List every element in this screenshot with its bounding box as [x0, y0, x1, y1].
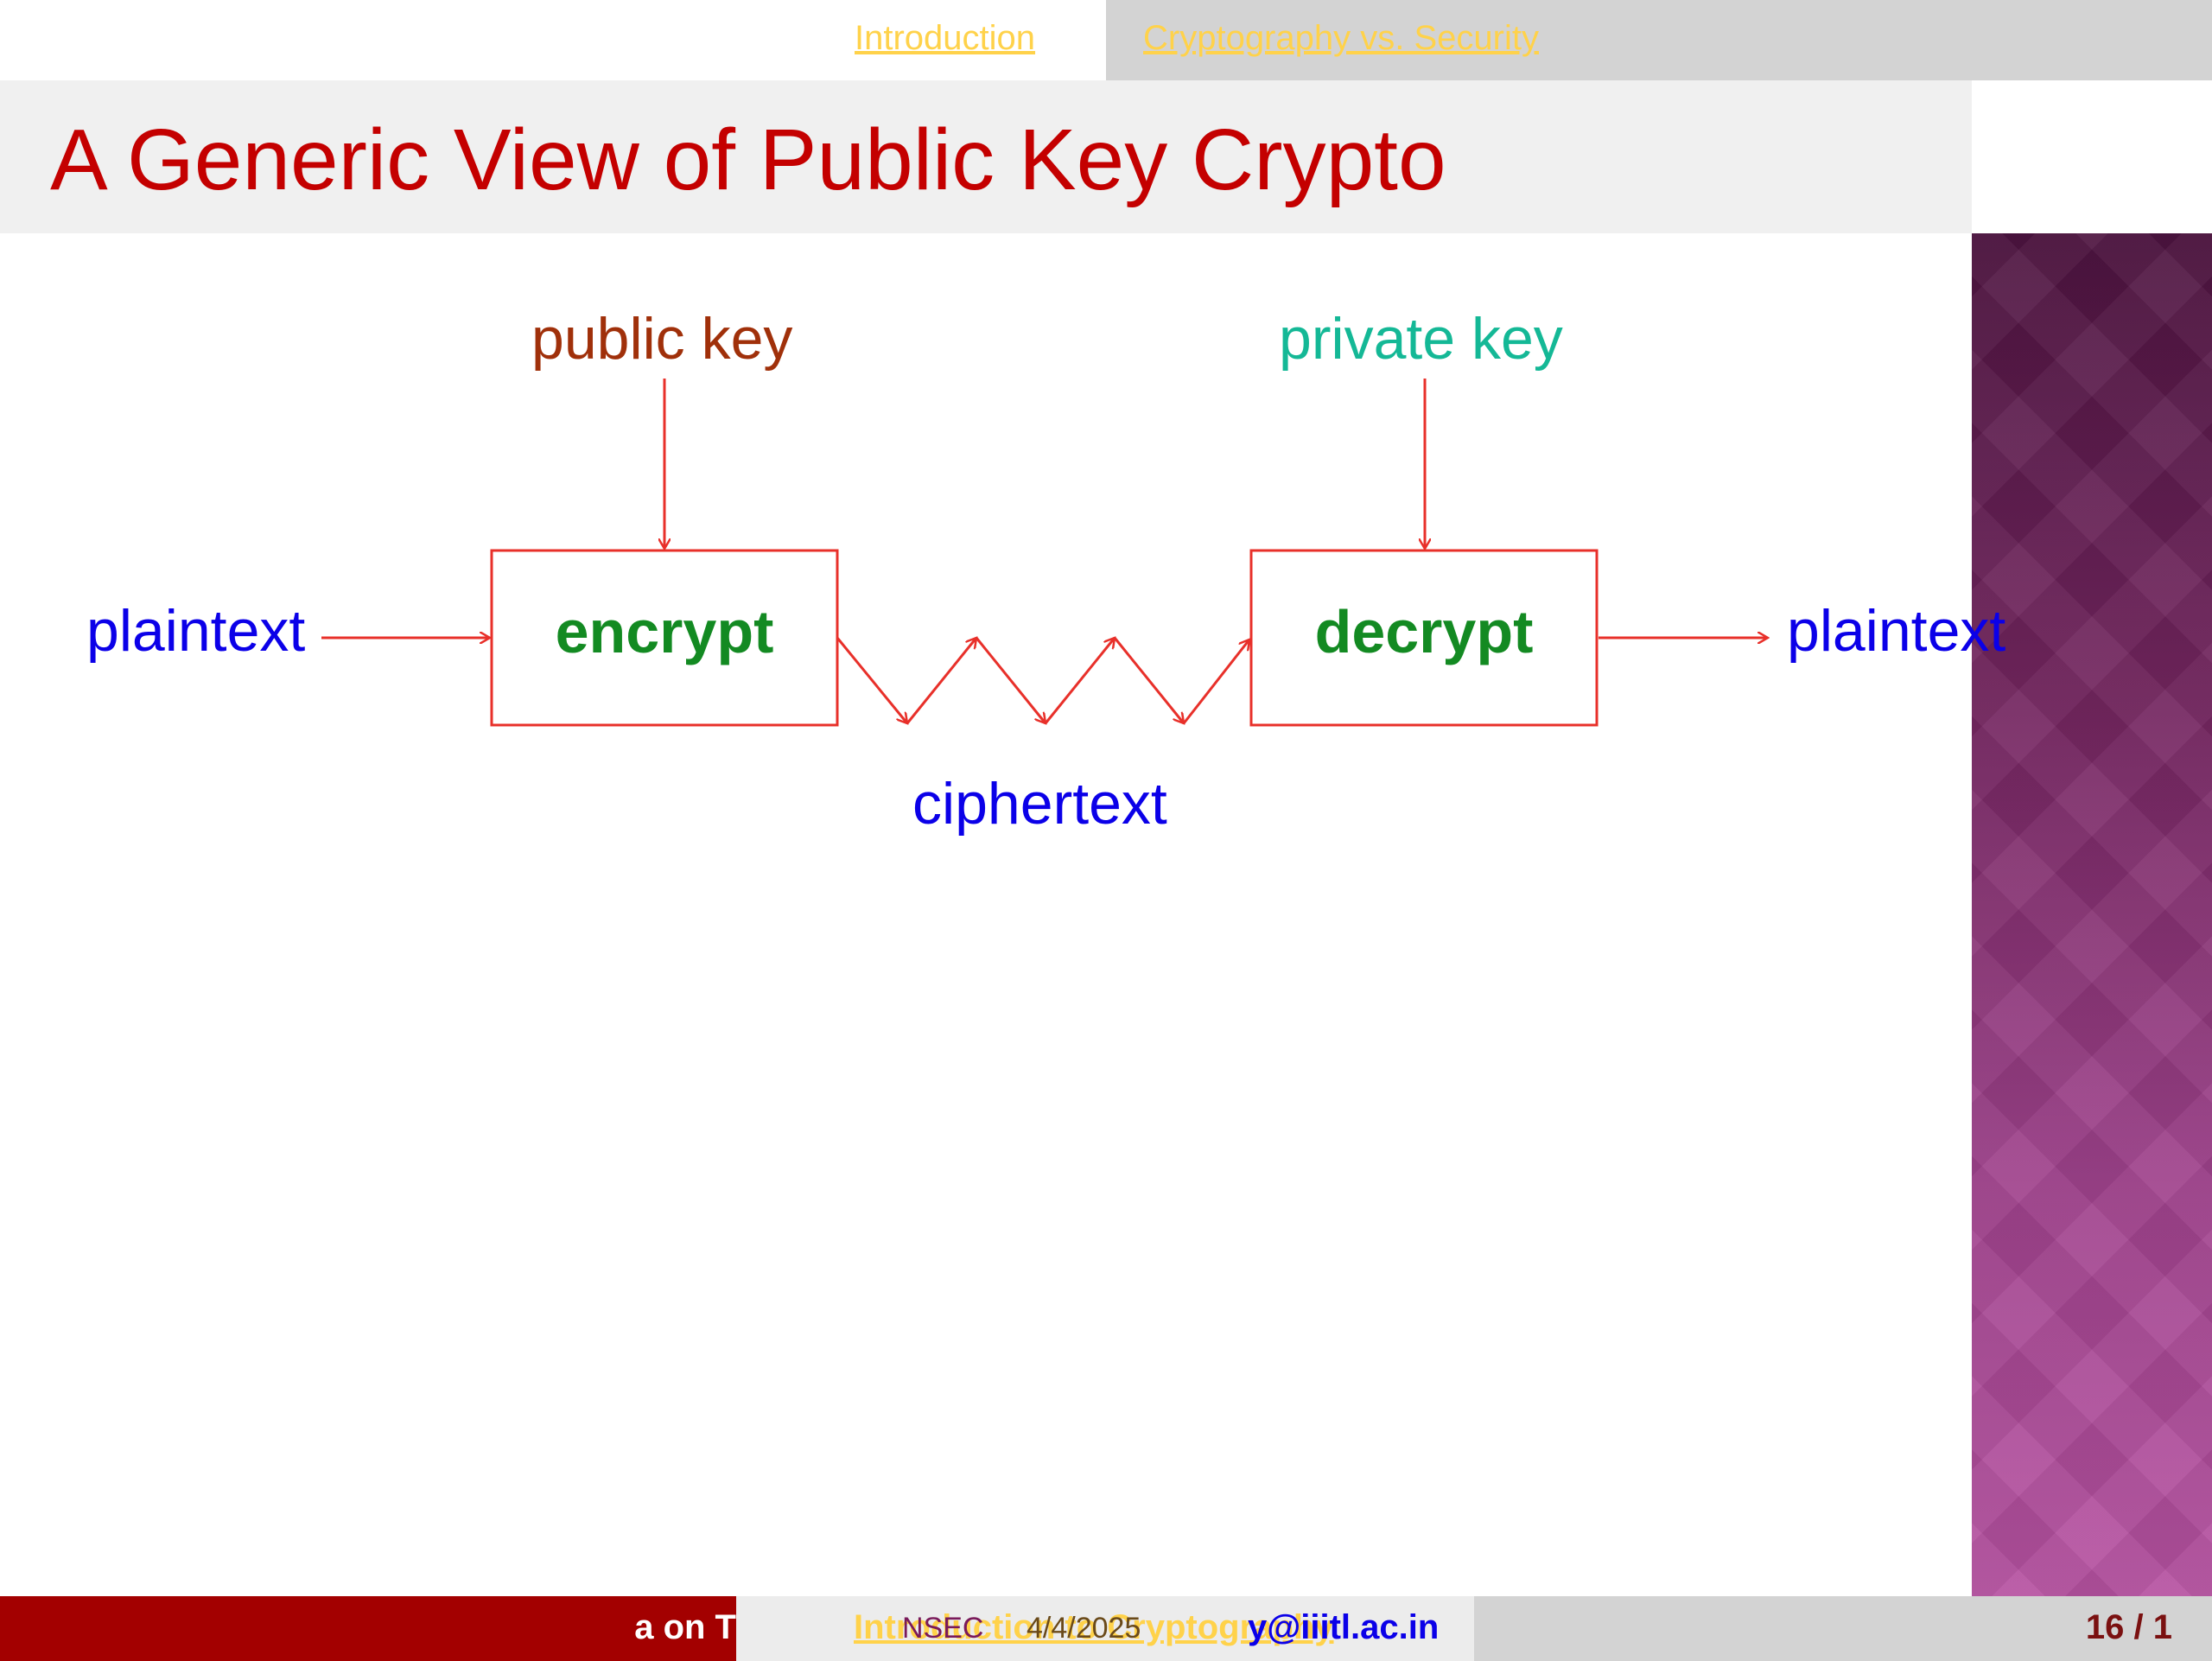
nav-link-cryptography-vs-security[interactable]: Cryptography vs. Security: [1143, 19, 1539, 57]
decrypt-box: [1249, 549, 1599, 727]
ciphertext-zigzag: [836, 638, 1249, 723]
nav-link-introduction[interactable]: Introduction: [855, 19, 1036, 57]
nav-bar-left: Introduction: [0, 0, 1106, 80]
slide-title: A Generic View of Public Key Crypto: [50, 111, 1446, 208]
title-bar: A Generic View of Public Key Crypto: [0, 80, 1972, 233]
footer-title-link[interactable]: Introduction to Cryptography: [854, 1608, 1334, 1646]
private-key-label: private key: [1279, 306, 1563, 372]
decrypt-label: decrypt: [1314, 598, 1534, 665]
plaintext-output-label: plaintext: [1787, 598, 2006, 664]
footer-author: a on T: [634, 1608, 736, 1646]
footer-page-panel: 16 / 1: [1474, 1596, 2212, 1661]
footer-email: y@iiitl.ac.in: [1248, 1608, 1440, 1646]
footer-author-panel: a on T: [0, 1596, 736, 1661]
nav-bar-right: Cryptography vs. Security: [1106, 0, 2212, 80]
footer-title-panel: Introduction to Cryptography NSEC 4/4/20…: [736, 1596, 1474, 1661]
ciphertext-label: ciphertext: [912, 771, 1167, 837]
decorative-side-panel: [1972, 233, 2212, 1596]
encrypt-label: encrypt: [555, 598, 774, 665]
footer-date: 4/4/2025: [1027, 1612, 1141, 1645]
plaintext-input-label: plaintext: [86, 598, 306, 664]
page-number: 16 / 1: [2085, 1608, 2172, 1646]
footer-conference: NSEC: [902, 1612, 984, 1645]
public-key-label: public key: [531, 306, 793, 372]
